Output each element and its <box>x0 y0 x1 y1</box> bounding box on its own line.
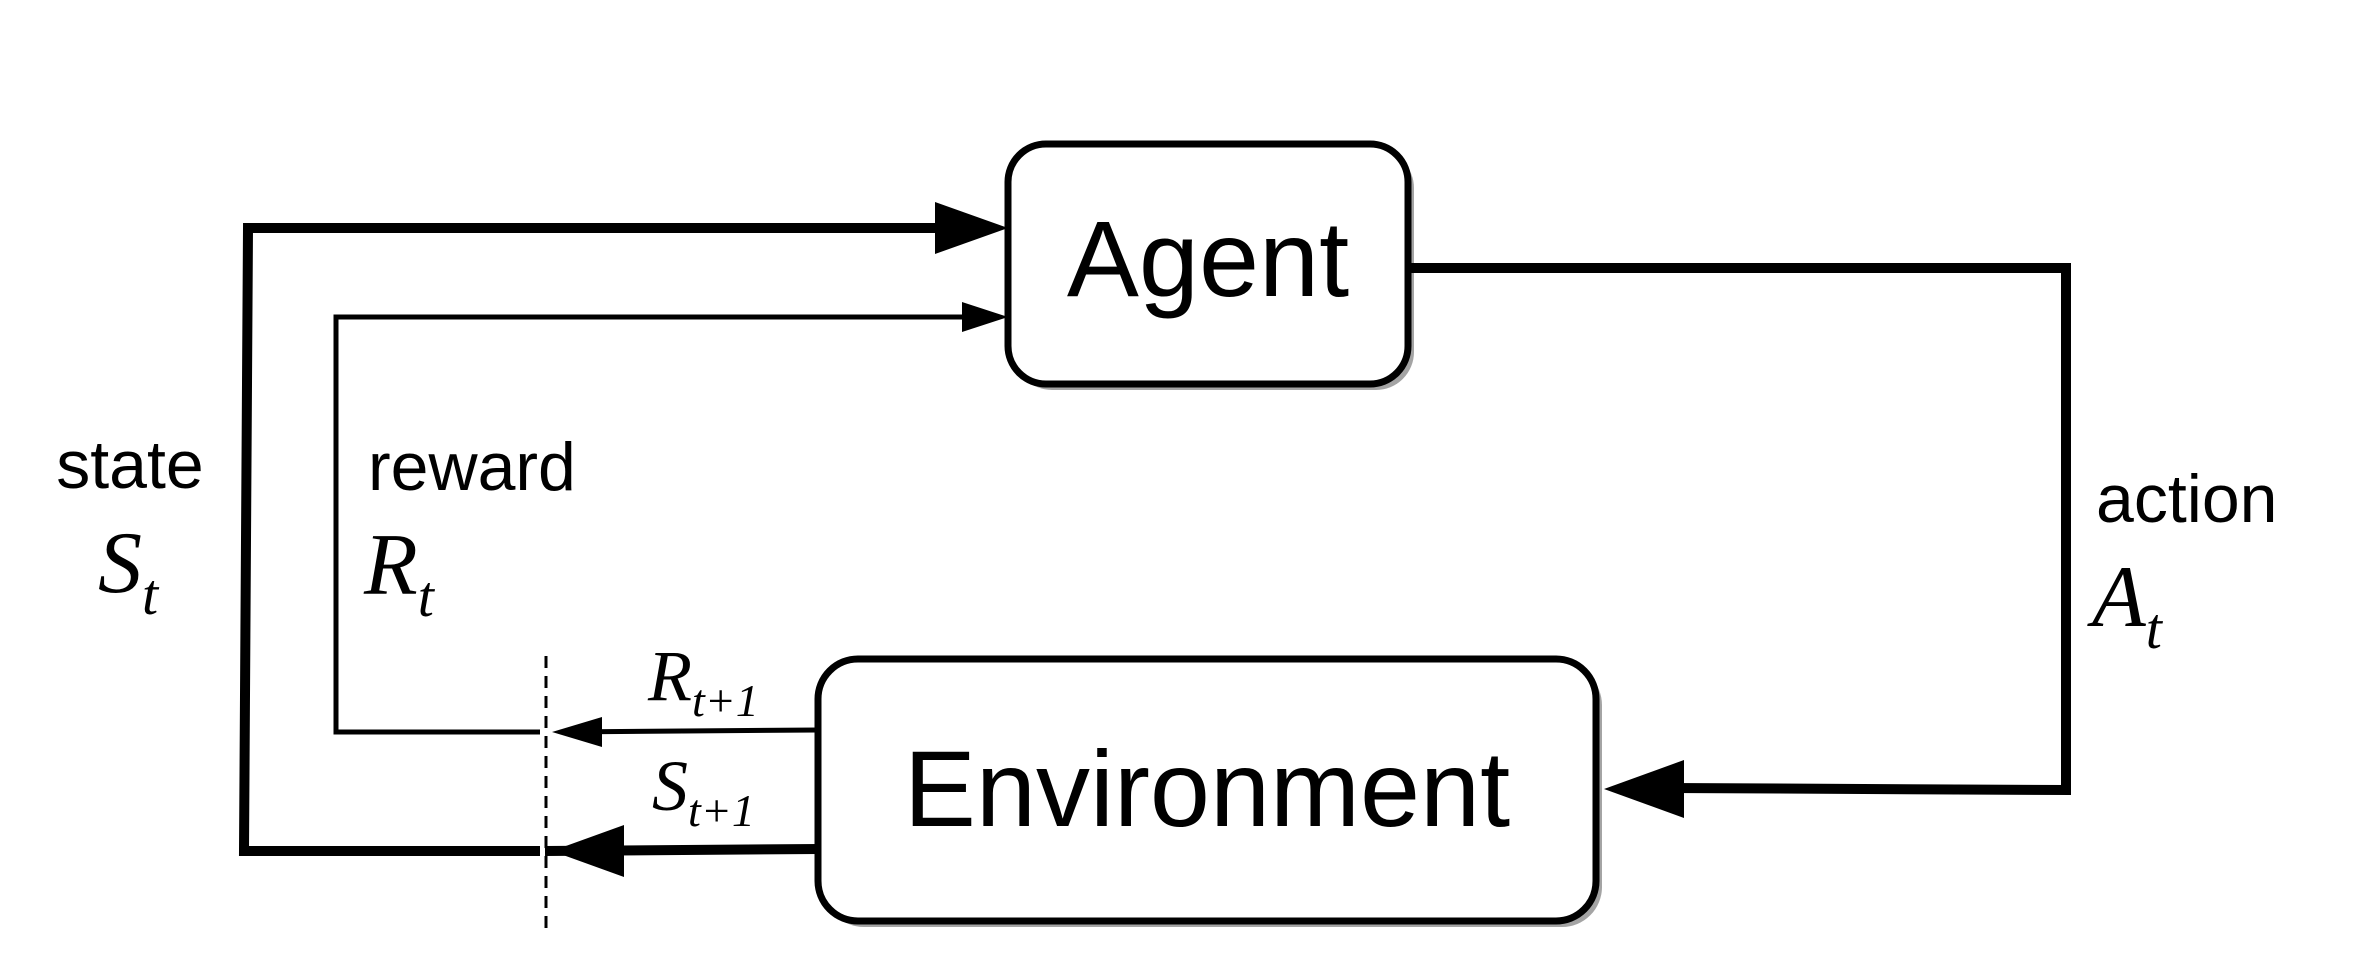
action-arrow <box>1408 263 2071 818</box>
reward-symbol: Rt <box>363 517 436 629</box>
action-word: action <box>2096 461 2277 537</box>
reward-word: reward <box>368 429 576 505</box>
agent-label: Agent <box>1067 198 1349 319</box>
state-arrow <box>238 202 1008 877</box>
reward-symbol-letter: R <box>363 517 418 614</box>
state-arrow-head-agent <box>935 202 1008 254</box>
state-symbol: St <box>98 515 160 627</box>
reward-arrow-head-agent <box>962 302 1008 332</box>
next-reward-symbol: Rt+1 <box>647 636 759 726</box>
next-reward-letter: R <box>647 636 692 716</box>
action-symbol-subscript: t <box>2146 596 2164 661</box>
reward-arrow-head-left <box>552 717 602 747</box>
state-symbol-letter: S <box>98 515 142 612</box>
reward-symbol-subscript: t <box>418 564 436 629</box>
agent-box: Agent <box>1004 140 1414 390</box>
state-word: state <box>56 427 203 503</box>
action-symbol-letter: A <box>2087 549 2147 646</box>
next-state-subscript: t+1 <box>688 785 755 836</box>
state-symbol-subscript: t <box>142 562 160 627</box>
environment-box: Environment <box>814 655 1602 927</box>
next-reward-subscript: t+1 <box>692 675 759 726</box>
next-state-letter: S <box>652 746 688 826</box>
state-arrow-head-left <box>552 825 624 877</box>
reward-arrow <box>333 302 1008 747</box>
next-state-symbol: St+1 <box>652 746 755 836</box>
environment-label: Environment <box>904 728 1510 849</box>
action-symbol: At <box>2087 549 2164 661</box>
action-arrow-head <box>1604 760 1684 818</box>
